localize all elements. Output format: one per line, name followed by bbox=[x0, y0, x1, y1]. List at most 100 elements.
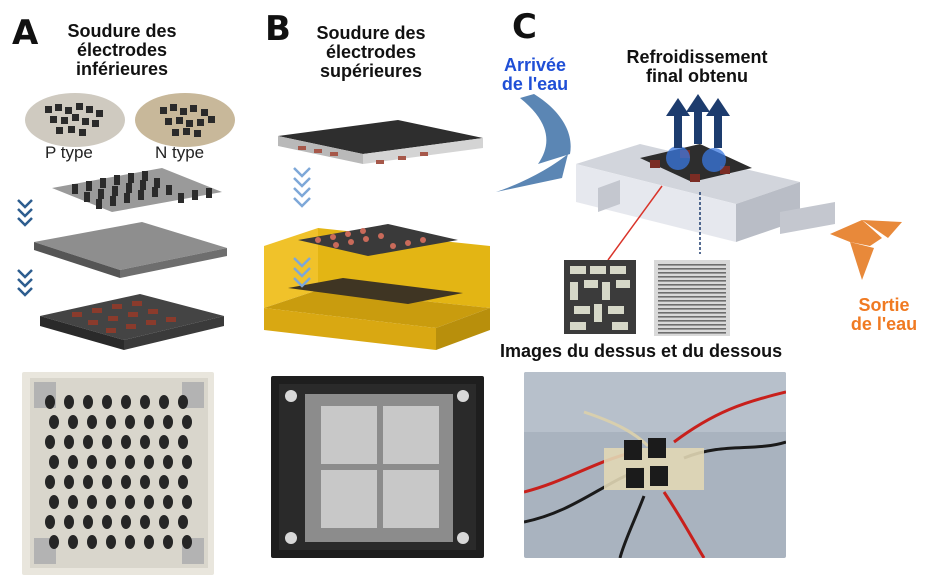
thermoelectric-leg bbox=[125, 415, 135, 429]
bottom-electrode-stripe bbox=[658, 332, 726, 334]
thermoelectric-leg bbox=[163, 455, 173, 469]
outlet-label: Sortie de l'eau bbox=[836, 296, 932, 334]
thermoelectric-leg bbox=[159, 395, 169, 409]
leg-array bbox=[52, 168, 222, 212]
panel-label-c: C bbox=[512, 7, 537, 47]
down-arrows-a bbox=[17, 199, 33, 297]
bottom-electrode-stripe bbox=[658, 284, 726, 286]
leg-grid bbox=[45, 395, 192, 549]
inlet-label-line-2: de l'eau bbox=[501, 74, 569, 94]
thermoelectric-leg bbox=[64, 475, 74, 489]
thermoelectric-leg bbox=[49, 455, 59, 469]
thermoelectric-leg bbox=[68, 535, 78, 549]
thermoelectric-leg bbox=[121, 475, 131, 489]
thermoelectric-leg bbox=[140, 435, 150, 449]
bottom-view-image bbox=[654, 260, 730, 336]
thermoelectric-leg bbox=[45, 515, 55, 529]
thermoelectric-leg bbox=[68, 495, 78, 509]
bottom-electrode-stripe bbox=[658, 264, 726, 266]
thermoelectric-leg bbox=[106, 415, 116, 429]
bottom-electrode-stripe bbox=[658, 272, 726, 274]
bottom-substrate bbox=[40, 294, 224, 350]
thermoelectric-leg bbox=[68, 455, 78, 469]
thermoelectric-leg bbox=[83, 395, 93, 409]
p-type-legs bbox=[45, 103, 103, 136]
thermoelectric-leg bbox=[144, 495, 154, 509]
outlet-label-line-1: Sortie bbox=[858, 295, 910, 315]
pointer-line-red bbox=[607, 185, 663, 261]
thermoelectric-leg bbox=[144, 535, 154, 549]
thermoelectric-leg bbox=[45, 435, 55, 449]
panel-a-title-line-3: inférieures bbox=[75, 59, 169, 79]
thermoelectric-leg bbox=[163, 495, 173, 509]
thermoelectric-leg bbox=[159, 475, 169, 489]
bottom-electrode-stripe bbox=[658, 280, 726, 282]
cooling-arrows bbox=[666, 94, 730, 148]
thermoelectric-leg bbox=[102, 395, 112, 409]
thermoelectric-leg bbox=[144, 415, 154, 429]
thermoelectric-leg bbox=[140, 515, 150, 529]
n-type-sample-disk bbox=[135, 93, 235, 147]
bottom-electrode-stripe bbox=[658, 292, 726, 294]
thermoelectric-leg bbox=[144, 455, 154, 469]
bottom-electrode-stripe bbox=[658, 320, 726, 322]
bottom-electrode-stripe bbox=[658, 308, 726, 310]
thermoelectric-leg bbox=[182, 415, 192, 429]
inlet-label-line-1: Arrivée bbox=[503, 55, 567, 75]
down-arrows-b-lower bbox=[293, 257, 311, 288]
down-arrows-b bbox=[293, 167, 311, 208]
ceramic-tiles bbox=[321, 406, 439, 528]
thermoelectric-leg bbox=[64, 435, 74, 449]
electrode-pads bbox=[298, 224, 458, 256]
bottom-electrode-stripe bbox=[658, 296, 726, 298]
thermoelectric-leg bbox=[163, 535, 173, 549]
panel-a-title-line-2: électrodes bbox=[76, 40, 168, 60]
n-type-legs bbox=[160, 104, 215, 137]
heat-glow bbox=[666, 146, 726, 172]
thermoelectric-leg bbox=[125, 455, 135, 469]
top-electrode-assembly bbox=[264, 120, 490, 350]
panel-label-a: A bbox=[12, 13, 39, 53]
thermoelectric-leg bbox=[83, 435, 93, 449]
bottom-electrode-stripe bbox=[658, 268, 726, 270]
panel-c-title-line-2: final obtenu bbox=[646, 66, 748, 86]
thermoelectric-leg bbox=[178, 435, 188, 449]
panel-b-title-line-3: supérieures bbox=[319, 61, 423, 81]
thermoelectric-leg bbox=[45, 475, 55, 489]
thermoelectric-leg bbox=[182, 535, 192, 549]
bottom-electrode-stripe bbox=[658, 328, 726, 330]
assembled-device-photo bbox=[524, 372, 786, 558]
thermoelectric-leg bbox=[121, 515, 131, 529]
bottom-electrode-stripe bbox=[658, 312, 726, 314]
thermoelectric-leg bbox=[49, 415, 59, 429]
thermoelectric-leg bbox=[163, 415, 173, 429]
thermoelectric-leg bbox=[182, 495, 192, 509]
thermoelectric-leg bbox=[125, 535, 135, 549]
bottom-electrode-stripe bbox=[658, 276, 726, 278]
bottom-electrode-stripe bbox=[658, 300, 726, 302]
thermoelectric-leg bbox=[121, 435, 131, 449]
thermoelectric-leg bbox=[68, 415, 78, 429]
thermoelectric-leg bbox=[45, 395, 55, 409]
top-view-image bbox=[564, 260, 636, 334]
thermoelectric-leg bbox=[140, 395, 150, 409]
panel-a-title-line-1: Soudure des bbox=[67, 21, 177, 41]
inlet-label: Arrivée de l'eau bbox=[490, 56, 580, 94]
thermoelectric-leg bbox=[178, 475, 188, 489]
panel-b-title-line-1: Soudure des bbox=[316, 23, 426, 43]
images-caption: Images du dessus et du dessous bbox=[500, 341, 783, 361]
thermoelectric-leg bbox=[182, 455, 192, 469]
thermoelectric-leg bbox=[121, 395, 131, 409]
thermoelectric-leg bbox=[87, 495, 97, 509]
thermoelectric-leg bbox=[87, 455, 97, 469]
thermoelectric-leg bbox=[87, 415, 97, 429]
thermoelectric-leg bbox=[102, 435, 112, 449]
bottom-electrode-assembly bbox=[17, 168, 227, 350]
thermoelectric-leg bbox=[83, 475, 93, 489]
thermoelectric-leg bbox=[83, 515, 93, 529]
thermoelectric-leg bbox=[64, 395, 74, 409]
thermoelectric-leg bbox=[49, 495, 59, 509]
inlet-arrow bbox=[496, 94, 571, 192]
top-substrate bbox=[278, 120, 483, 164]
panel-label-b: B bbox=[265, 9, 291, 49]
